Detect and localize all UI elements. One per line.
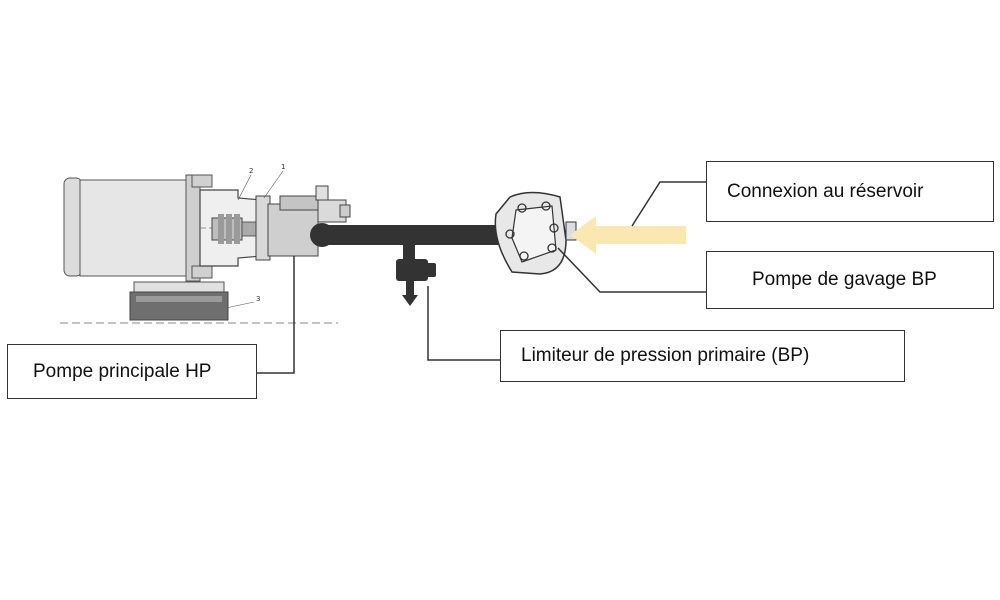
label-charge-pump: Pompe de gavage BP <box>706 251 994 309</box>
leader-line-principale <box>257 256 295 374</box>
label-principale-text: Pompe principale HP <box>33 360 212 382</box>
main-pump-motor <box>63 174 351 321</box>
label-gavage-text: Pompe de gavage BP <box>752 269 937 290</box>
leader-line-limiteur <box>427 286 500 361</box>
leader-line-reservoir <box>631 181 706 227</box>
label-main-pump: Pompe principale HP <box>7 344 257 399</box>
suction-pipe <box>310 223 502 266</box>
leader-line-gavage <box>557 247 706 293</box>
part-number-3: 3 <box>256 295 260 303</box>
part-number-1: 1 <box>281 163 285 171</box>
charge-pump <box>494 191 577 275</box>
label-reservoir-connection: Connexion au réservoir <box>706 161 994 222</box>
label-pressure-limiter: Limiteur de pression primaire (BP) <box>500 330 905 382</box>
label-limiteur-text: Limiteur de pression primaire (BP) <box>521 345 810 366</box>
pressure-limiter-valve <box>396 259 436 306</box>
label-reservoir-text: Connexion au réservoir <box>727 180 924 202</box>
part-number-2: 2 <box>249 167 253 175</box>
reservoir-inflow-arrow <box>570 216 686 254</box>
